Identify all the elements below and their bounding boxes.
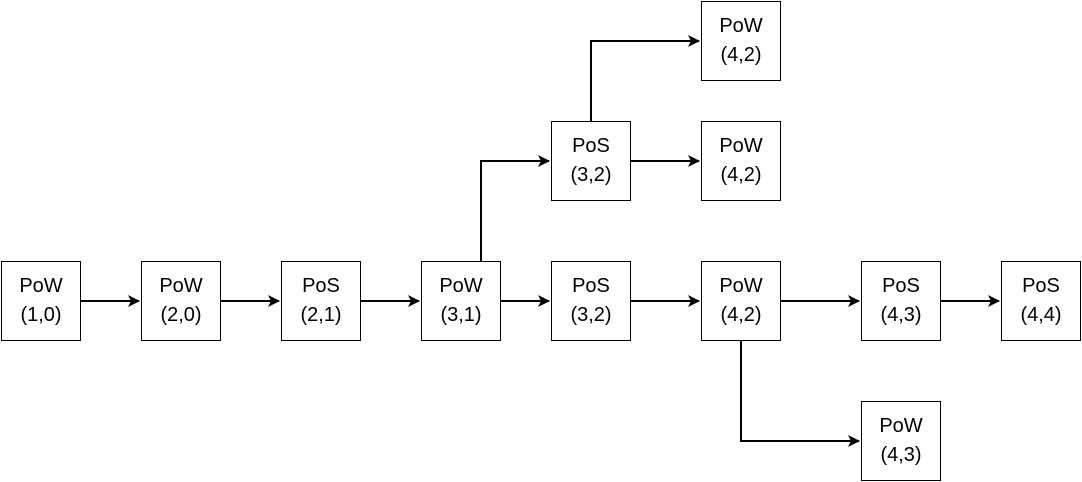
edge-n6-to-n12-arrow [740, 341, 860, 447]
block-coord: (1,0) [20, 304, 62, 326]
block-n2[interactable]: PoW (2,0) [141, 261, 221, 341]
block-type: PoS [302, 275, 340, 297]
block-n7[interactable]: PoS (4,3) [861, 261, 941, 341]
block-n1[interactable]: PoW (1,0) [1, 261, 81, 341]
block-coord: (4,2) [720, 44, 762, 66]
block-type: PoW [439, 275, 483, 297]
block-type: PoS [572, 275, 610, 297]
block-type: PoW [159, 275, 203, 297]
block-coord: (4,4) [1020, 304, 1062, 326]
block-coord: (4,2) [720, 304, 762, 326]
block-coord: (3,2) [570, 304, 612, 326]
block-coord: (2,0) [160, 304, 202, 326]
block-coord: (2,1) [300, 304, 342, 326]
block-coord: (4,2) [720, 164, 762, 186]
block-type: PoW [719, 275, 763, 297]
block-coord: (4,3) [880, 444, 922, 466]
block-n4[interactable]: PoW (3,1) [421, 261, 501, 341]
block-n6[interactable]: PoW (4,2) [701, 261, 781, 341]
block-type: PoW [879, 415, 923, 437]
block-type: PoW [719, 15, 763, 37]
block-type: PoW [19, 275, 63, 297]
block-n3[interactable]: PoS (2,1) [281, 261, 361, 341]
block-type: PoS [1022, 275, 1060, 297]
block-n5[interactable]: PoS (3,2) [551, 261, 631, 341]
edge-n4-to-n9-arrow [480, 155, 550, 261]
block-n12[interactable]: PoW (4,3) [861, 401, 941, 481]
block-coord: (4,3) [880, 304, 922, 326]
block-n11[interactable]: PoW (4,2) [701, 1, 781, 81]
block-type: PoS [572, 135, 610, 157]
block-coord: (3,2) [570, 164, 612, 186]
block-type: PoS [882, 275, 920, 297]
block-n9[interactable]: PoS (3,2) [551, 121, 631, 201]
block-type: PoW [719, 135, 763, 157]
block-coord: (3,1) [440, 304, 482, 326]
block-n8[interactable]: PoS (4,4) [1001, 261, 1081, 341]
block-n10[interactable]: PoW (4,2) [701, 121, 781, 201]
edge-n9-to-n11-arrow [590, 35, 700, 121]
